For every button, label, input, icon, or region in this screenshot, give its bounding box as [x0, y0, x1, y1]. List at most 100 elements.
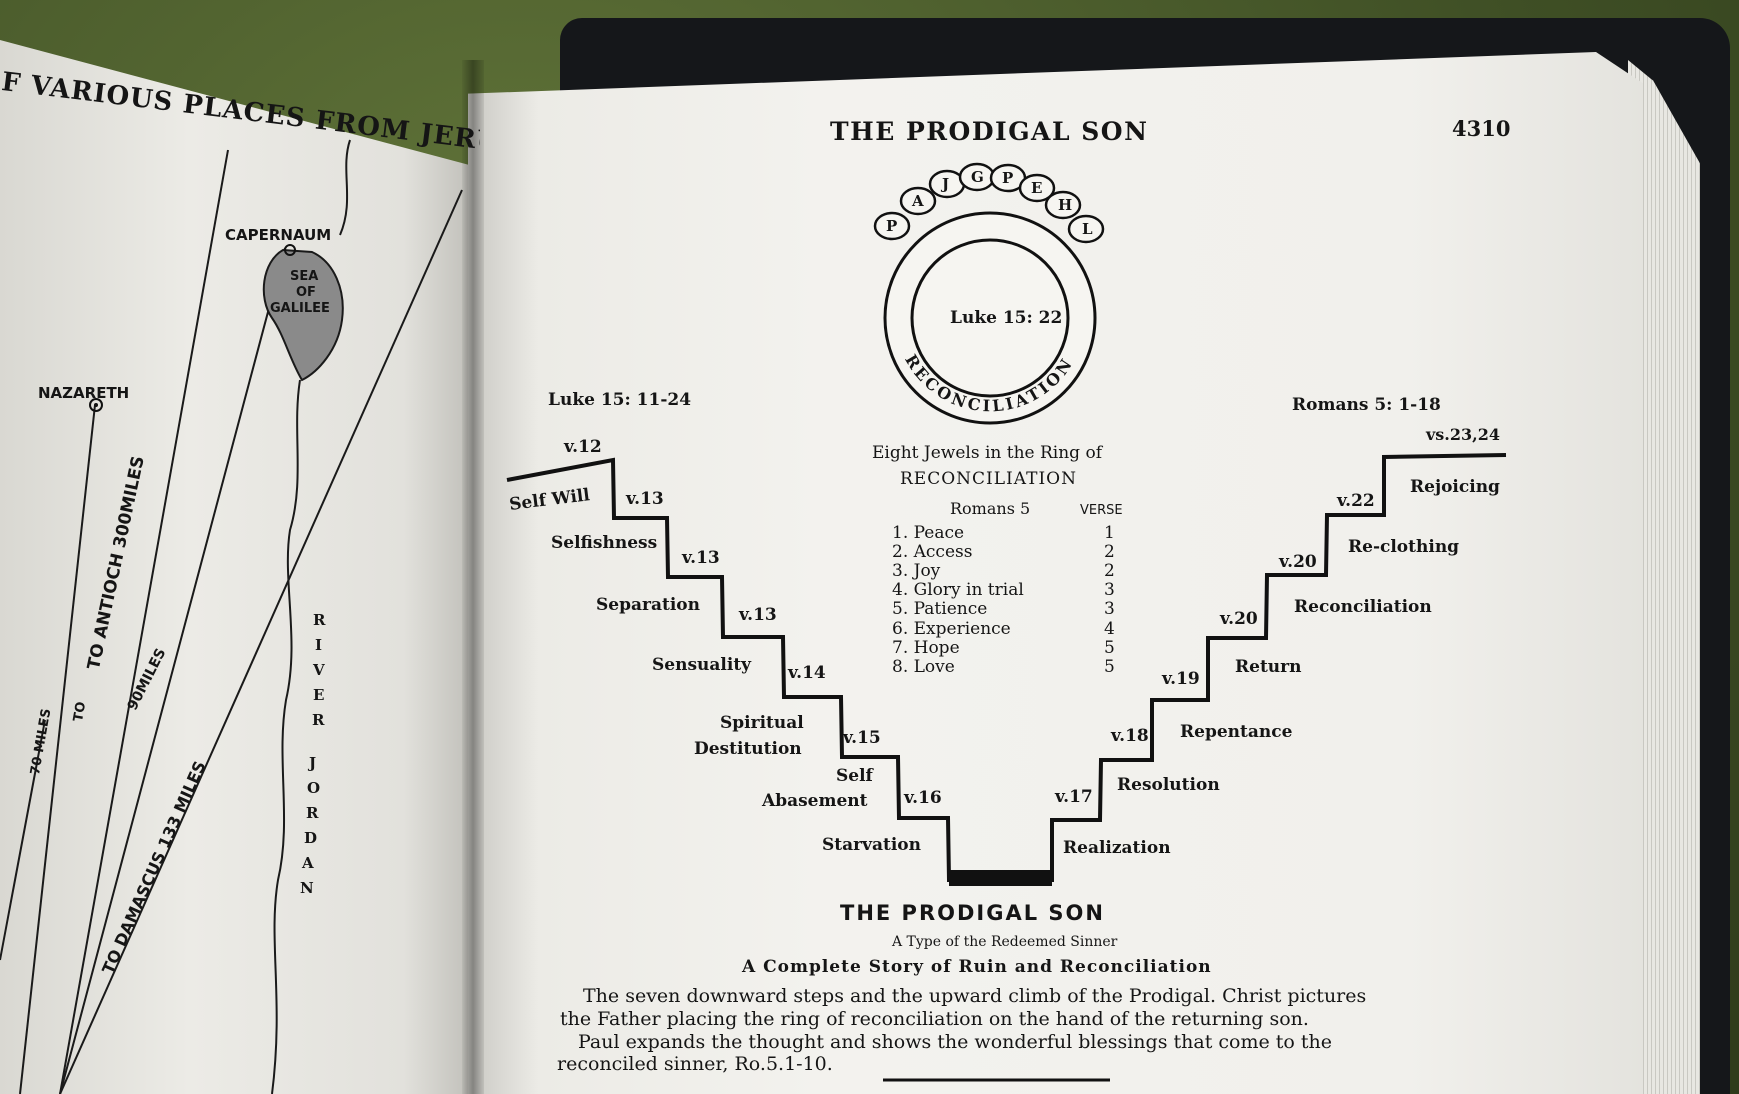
jewel-verse: 3 — [1104, 599, 1115, 619]
page-number: 4310 — [1452, 116, 1510, 141]
step-label-starvation: Starvation — [822, 835, 921, 855]
jewel-item: 8. Love — [892, 657, 955, 677]
step-label-sensuality: Sensuality — [652, 655, 752, 675]
jewel-setting-8 — [1067, 214, 1105, 244]
of-label: OF — [296, 285, 316, 300]
jewel-item: 5. Patience — [892, 599, 987, 619]
step-label-abasement: Abasement — [761, 791, 868, 811]
jewel-item: 2. Access — [892, 542, 972, 562]
galilee-label: GALILEE — [270, 301, 330, 316]
sea-of-galilee-shape — [262, 248, 344, 382]
pit-bottom — [949, 870, 1052, 886]
svg-text:R: R — [313, 611, 326, 629]
verse-label: v.13 — [738, 605, 777, 625]
table-header-verse: VERSE — [1080, 503, 1123, 518]
jewel-verse: 2 — [1104, 561, 1115, 581]
jewel-setting-7 — [1044, 190, 1082, 220]
jewel-setting-2 — [899, 186, 937, 216]
jewel-letter: L — [1082, 220, 1093, 238]
paragraph-line: The seven downward steps and the upward … — [583, 985, 1366, 1007]
left-page — [0, 40, 475, 1094]
edge-route-line — [0, 719, 46, 961]
reconciliation-ring: RECONCILIATION Luke 15: 22 P A J G P E — [873, 162, 1105, 425]
svg-text:R: R — [306, 804, 319, 822]
verse-label: v.13 — [681, 548, 720, 568]
step-label-spiritual: Spiritual — [720, 713, 804, 733]
jewel-letter: J — [940, 175, 949, 193]
verse-label: v.20 — [1219, 609, 1258, 629]
jewel-item: 6. Experience — [892, 619, 1011, 639]
jewel-letter: E — [1031, 179, 1042, 197]
capernaum-route-line — [59, 247, 286, 1094]
paragraph-line: Paul expands the thought and shows the w… — [578, 1031, 1332, 1053]
jewel-verse: 1 — [1104, 523, 1115, 543]
verse-label: v.20 — [1278, 552, 1317, 572]
verse-label: v.16 — [903, 788, 942, 808]
jewel-verse: 3 — [1104, 580, 1115, 600]
jewel-verse: 4 — [1104, 619, 1115, 639]
right-verses-ref: vs.23,24 — [1425, 425, 1500, 444]
jewel-item: 3. Joy — [892, 561, 941, 581]
nazareth-label: NAZARETH — [38, 384, 129, 402]
step-label-realization: Realization — [1063, 838, 1171, 858]
step-label-self: Self — [836, 766, 875, 786]
step-label-rejoicing: Rejoicing — [1410, 477, 1500, 497]
verse-label: v.18 — [1110, 726, 1149, 746]
svg-text:N: N — [300, 879, 314, 897]
to-label: TO — [71, 701, 89, 723]
svg-text:I: I — [315, 636, 322, 654]
jewel-letter: P — [1002, 169, 1013, 187]
svg-text:A: A — [301, 854, 314, 872]
jewel-item: 7. Hope — [892, 638, 960, 658]
jewel-setting-6 — [1018, 173, 1056, 203]
verse-label: v.17 — [1054, 787, 1093, 807]
paragraph-line: the Father placing the ring of reconcili… — [560, 1008, 1309, 1030]
svg-text:E: E — [313, 686, 324, 704]
left-page-map: F VARIOUS PLACES FROM JERUSALEM CAPERNAU… — [0, 67, 480, 1094]
river-jordan-letters: R I V E R J O R D A N — [300, 611, 326, 897]
seventy-mile-route-line — [19, 404, 96, 1094]
antioch-route-line — [59, 149, 229, 1094]
verse-label: v.15 — [842, 728, 881, 748]
jewel-item: 1. Peace — [892, 523, 964, 543]
jewel-item: 4. Glory in trial — [892, 580, 1024, 600]
diagram-subtitle-2: A Complete Story of Ruin and Reconciliat… — [741, 957, 1212, 977]
diagram-title: THE PRODIGAL SON — [840, 901, 1105, 925]
svg-text:J: J — [307, 754, 316, 772]
verse-label: v.14 — [787, 663, 826, 683]
jewels-caption-line1: Eight Jewels in the Ring of — [872, 443, 1104, 463]
jewels-caption-line2: RECONCILIATION — [900, 469, 1077, 489]
left-scripture-ref: Luke 15: 11-24 — [548, 390, 691, 410]
river-jordan-line — [271, 139, 351, 1094]
step-label-repentance: Repentance — [1180, 722, 1293, 742]
jewel-verse: 5 — [1104, 657, 1115, 677]
verse-label: v.22 — [1336, 491, 1375, 511]
ring-verse: Luke 15: 22 — [950, 308, 1062, 328]
svg-text:V: V — [312, 661, 325, 679]
jewel-setting-1 — [873, 211, 911, 241]
svg-text:O: O — [307, 779, 320, 797]
svg-text:R: R — [312, 711, 325, 729]
step-label-selfishness: Selfishness — [551, 533, 657, 553]
step-label-destitution: Destitution — [694, 739, 802, 759]
jewel-letter: A — [911, 192, 924, 210]
step-label-resolution: Resolution — [1117, 775, 1220, 795]
diagram-subtitle: A Type of the Redeemed Sinner — [891, 934, 1118, 950]
paragraph-line: reconciled sinner, Ro.5.1-10. — [557, 1053, 833, 1075]
step-label-self-will: Self Will — [508, 485, 591, 515]
jewel-verse: 5 — [1104, 638, 1115, 658]
step-label-separation: Separation — [596, 595, 700, 615]
step-label-return: Return — [1235, 657, 1301, 677]
jewel-letter: H — [1058, 196, 1072, 214]
damascus-route-line — [59, 189, 463, 1094]
verse-label: v.19 — [1161, 669, 1200, 689]
nazareth-marker — [89, 398, 103, 412]
sea-label: SEA — [290, 269, 318, 284]
right-page — [468, 52, 1643, 1094]
book-gutter — [462, 60, 484, 1094]
page-header-title: THE PRODIGAL SON — [830, 117, 1148, 146]
jewel-verse: 2 — [1104, 542, 1115, 562]
svg-text:D: D — [304, 829, 317, 847]
